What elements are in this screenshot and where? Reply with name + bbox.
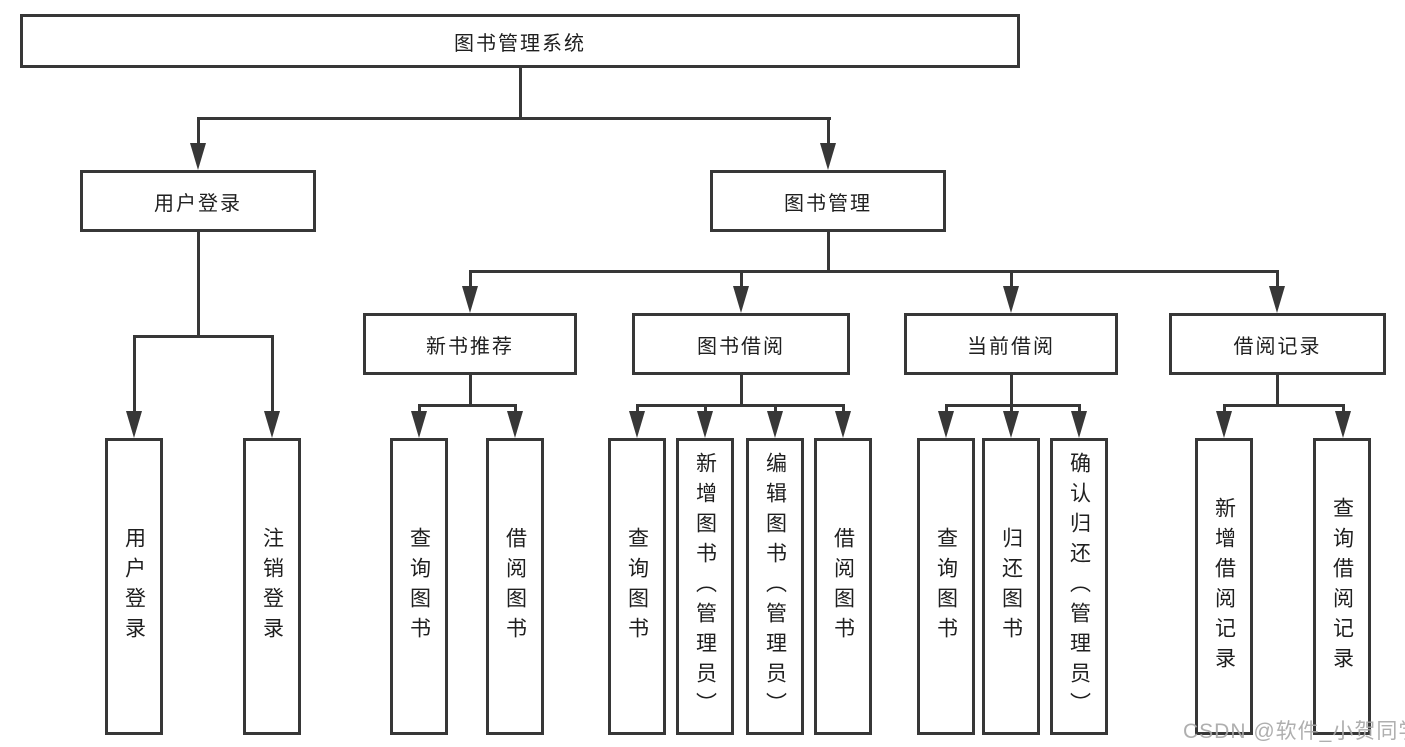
node-leaf-borrow-books-1: 借阅图书: [486, 438, 544, 735]
arrowhead-icon: [507, 411, 523, 438]
node-current-borrowing: 当前借阅: [904, 313, 1118, 375]
connector-line: [418, 404, 421, 414]
connector-line: [133, 335, 274, 338]
arrowhead-icon: [1003, 286, 1019, 313]
arrowhead-icon: [1003, 411, 1019, 438]
node-label: 图书借阅: [697, 335, 785, 358]
arrowhead-icon: [1216, 411, 1232, 438]
node-label: 借阅图书: [503, 526, 527, 647]
connector-line: [636, 404, 639, 414]
node-label: 当前借阅: [967, 335, 1055, 358]
node-leaf-user-login: 用户登录: [105, 438, 163, 735]
connector-line: [1010, 404, 1013, 414]
connector-line: [1010, 375, 1013, 407]
node-new-book-recommend: 新书推荐: [363, 313, 577, 375]
node-label: 图书管理系统: [454, 32, 586, 55]
connector-line: [1078, 404, 1081, 414]
arrowhead-icon: [767, 411, 783, 438]
connector-line: [740, 375, 743, 407]
connector-line: [636, 404, 845, 407]
connector-line: [1223, 404, 1345, 407]
connector-line: [197, 117, 831, 120]
node-book-management: 图书管理: [710, 170, 946, 232]
arrowhead-icon: [1335, 411, 1351, 438]
node-label: 借阅图书: [831, 526, 855, 647]
node-leaf-query-books-2: 查询图书: [608, 438, 666, 735]
node-label: 查询图书: [625, 526, 649, 647]
connector-line: [827, 232, 830, 273]
node-label: 用户登录: [122, 526, 146, 647]
connector-line: [945, 404, 1081, 407]
arrowhead-icon: [629, 411, 645, 438]
arrowhead-icon: [190, 143, 206, 170]
arrowhead-icon: [126, 411, 142, 438]
arrowhead-icon: [733, 286, 749, 313]
node-leaf-confirm-return-admin: 确认归还（管理员）: [1050, 438, 1108, 735]
node-label: 注销登录: [260, 526, 284, 647]
node-label: 归还图书: [999, 526, 1023, 647]
node-label: 新增借阅记录: [1212, 496, 1236, 677]
node-leaf-query-books-1: 查询图书: [390, 438, 448, 735]
node-leaf-add-borrow-record: 新增借阅记录: [1195, 438, 1253, 735]
node-label: 图书管理: [784, 192, 872, 215]
connector-line: [827, 117, 830, 146]
connector-line: [842, 404, 845, 414]
arrowhead-icon: [1071, 411, 1087, 438]
connector-line: [133, 335, 136, 414]
connector-line: [514, 404, 517, 414]
connector-line: [774, 404, 777, 414]
connector-line: [1342, 404, 1345, 414]
node-leaf-logout: 注销登录: [243, 438, 301, 735]
arrowhead-icon: [462, 286, 478, 313]
node-leaf-borrow-books-2: 借阅图书: [814, 438, 872, 735]
arrowhead-icon: [835, 411, 851, 438]
node-leaf-query-books-3: 查询图书: [917, 438, 975, 735]
node-leaf-return-books: 归还图书: [982, 438, 1040, 735]
connector-line: [469, 375, 472, 407]
node-label: 用户登录: [154, 192, 242, 215]
node-label: 借阅记录: [1233, 335, 1322, 358]
arrowhead-icon: [697, 411, 713, 438]
node-leaf-edit-books-admin: 编辑图书（管理员）: [746, 438, 804, 735]
node-label: 编辑图书（管理员）: [763, 451, 787, 722]
node-user-login: 用户登录: [80, 170, 316, 232]
node-label: 查询借阅记录: [1330, 496, 1354, 677]
connector-line: [1010, 270, 1013, 289]
node-label: 新增图书（管理员）: [693, 451, 717, 722]
connector-line: [469, 270, 1279, 273]
node-library-management-system: 图书管理系统: [20, 14, 1020, 68]
node-label: 新书推荐: [426, 335, 514, 358]
node-book-borrowing: 图书借阅: [632, 313, 850, 375]
connector-line: [1276, 270, 1279, 289]
arrowhead-icon: [938, 411, 954, 438]
connector-line: [197, 232, 200, 338]
connector-line: [418, 404, 517, 407]
node-leaf-query-borrow-record: 查询借阅记录: [1313, 438, 1371, 735]
node-label: 查询图书: [934, 526, 958, 647]
connector-line: [271, 335, 274, 414]
node-borrowing-records: 借阅记录: [1169, 313, 1386, 375]
node-label: 查询图书: [407, 526, 431, 647]
arrowhead-icon: [264, 411, 280, 438]
connector-line: [945, 404, 948, 414]
arrowhead-icon: [820, 143, 836, 170]
connector-line: [197, 117, 200, 146]
connector-line: [1276, 375, 1279, 407]
arrowhead-icon: [411, 411, 427, 438]
connector-line: [1223, 404, 1226, 414]
watermark-text: CSDN @软件_小贺同学: [1183, 720, 1405, 743]
node-label: 确认归还（管理员）: [1067, 451, 1091, 722]
connector-line: [469, 270, 472, 289]
connector-line: [740, 270, 743, 289]
arrowhead-icon: [1269, 286, 1285, 313]
connector-line: [519, 68, 522, 119]
node-leaf-add-books-admin: 新增图书（管理员）: [676, 438, 734, 735]
connector-line: [704, 404, 707, 414]
